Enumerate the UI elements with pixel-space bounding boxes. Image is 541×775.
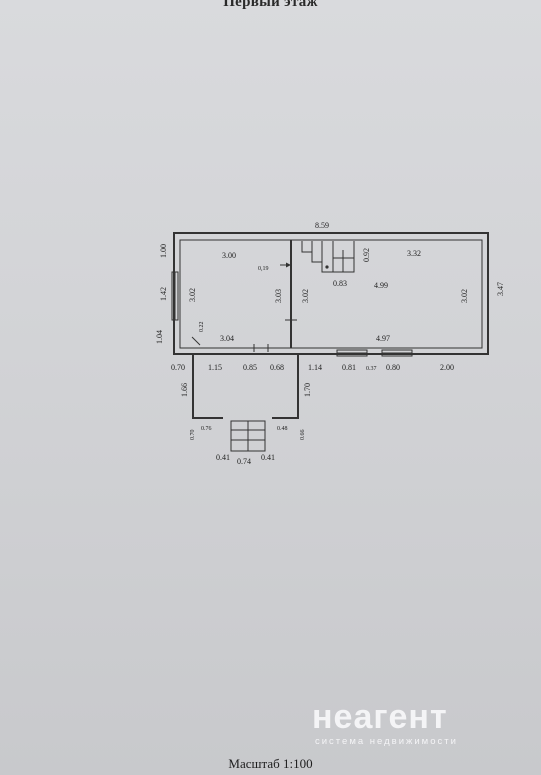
dim-room-right-mid: 4.99 — [374, 281, 388, 290]
watermark-brand: неагент — [312, 698, 448, 736]
dim-steps-mid: 0.74 — [237, 457, 251, 466]
stair-outline — [301, 241, 355, 273]
dim-niche: 0.22 — [199, 322, 205, 333]
dim-porch-step-left-h: 0.70 — [190, 430, 196, 441]
outer-wall — [173, 232, 489, 355]
scale-label: Масштаб 1:100 — [228, 756, 313, 771]
dim-left-bottom: 1.04 — [155, 330, 164, 344]
dim-partition-height: 3.03 — [274, 289, 283, 303]
dim-seg7: 0.80 — [386, 363, 400, 372]
dim-porch-left-h: 1.66 — [180, 383, 189, 397]
page-title: Первый этаж — [223, 0, 318, 10]
dim-stair-height: 0.92 — [362, 248, 371, 262]
dim-room-left-bottom: 3.04 — [220, 334, 234, 343]
dim-left-top: 1.00 — [159, 244, 168, 258]
dim-seg8: 2.00 — [440, 363, 454, 372]
dim-seg3: 0.68 — [270, 363, 284, 372]
dim-total-width: 8.59 — [315, 221, 329, 230]
gap-arrowhead — [286, 262, 291, 268]
dim-steps-left: 0.41 — [216, 453, 230, 462]
dim-room-left-height: 3.02 — [188, 288, 197, 302]
stair-start-dot — [325, 265, 329, 269]
dim-seg5: 0.81 — [342, 363, 356, 372]
dim-porch-step-right-w: 0.48 — [277, 426, 288, 432]
dim-room-right-top: 3.32 — [407, 249, 421, 258]
dim-room-left-top: 3.00 — [222, 251, 236, 260]
dim-left-window: 1.42 — [159, 287, 168, 301]
dim-right-height: 3.47 — [496, 282, 505, 296]
dim-seg6: 0.37 — [366, 366, 377, 372]
dim-partition-gap: 0,19 — [258, 266, 269, 272]
watermark-tagline: система недвижимости — [315, 736, 458, 747]
dim-seg4: 1.14 — [308, 363, 322, 372]
dim-room-right-bottom: 4.97 — [376, 334, 390, 343]
staircase — [301, 241, 355, 273]
dim-porch-right-h: 1.70 — [303, 383, 312, 397]
dim-porch-step-right-h: 0.66 — [300, 430, 306, 441]
porch-left-wall — [192, 354, 223, 419]
porch-right-wall — [272, 354, 299, 419]
dim-porch-step-left-w: 0.76 — [201, 426, 212, 432]
inner-wall-line — [179, 239, 483, 349]
dim-seg1: 1.15 — [208, 363, 222, 372]
dim-stair-width: 0.83 — [333, 279, 347, 288]
porch — [192, 354, 299, 452]
dim-seg2: 0.85 — [243, 363, 257, 372]
dim-room-right-height: 3.02 — [460, 289, 469, 303]
dim-porch-offset: 0.70 — [171, 363, 185, 372]
niche-arrow — [191, 336, 201, 346]
dim-steps-right: 0.41 — [261, 453, 275, 462]
dim-mid-height: 3.02 — [301, 289, 310, 303]
watermark-logo: неагент система недвижимости — [312, 700, 502, 747]
